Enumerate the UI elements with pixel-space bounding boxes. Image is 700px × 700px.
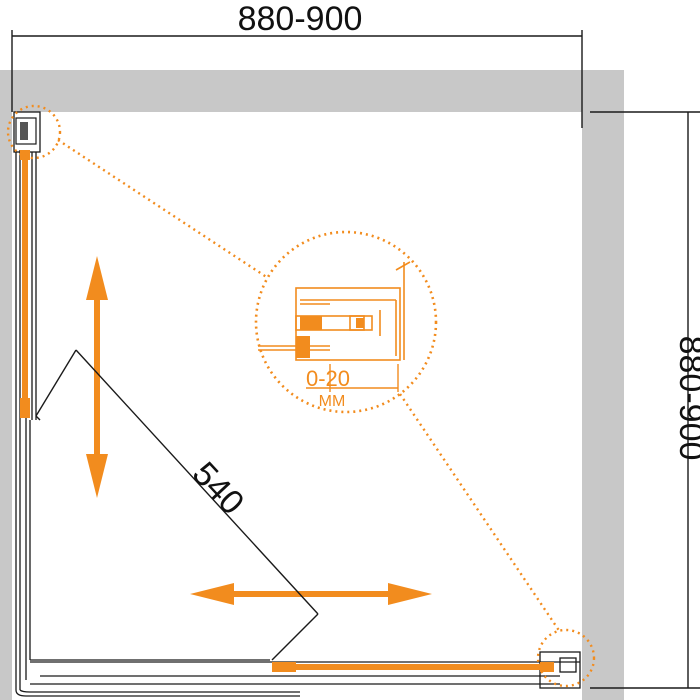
top-left-corner-detail bbox=[6, 104, 62, 160]
top-dimension bbox=[11, 30, 583, 128]
magnified-detail-circle bbox=[254, 230, 438, 414]
top-width-label: 880-900 bbox=[238, 0, 363, 38]
adjust-unit-label: MM bbox=[319, 393, 346, 410]
horizontal-double-arrow bbox=[190, 583, 432, 605]
right-dimension bbox=[590, 111, 700, 689]
bottom-right-corner-detail bbox=[536, 628, 596, 688]
wall-top bbox=[0, 70, 624, 112]
walls bbox=[0, 70, 624, 700]
diagonal-dimension bbox=[35, 349, 319, 661]
magnified-detail: 0-20 MM bbox=[254, 230, 438, 414]
bottom-panel-frame bbox=[30, 651, 581, 689]
bottom-right-detail-circle bbox=[536, 628, 596, 688]
top-left-detail-circle bbox=[6, 104, 62, 160]
adjust-range-label: 0-20 bbox=[306, 366, 350, 391]
wall-right bbox=[582, 70, 624, 700]
floor-interior bbox=[12, 112, 582, 700]
left-glass-accent bbox=[20, 150, 30, 418]
right-height-label: 880-900 bbox=[672, 336, 700, 461]
bottom-glass-accent bbox=[272, 662, 554, 672]
vertical-double-arrow bbox=[86, 256, 108, 498]
wall-left bbox=[0, 70, 12, 700]
